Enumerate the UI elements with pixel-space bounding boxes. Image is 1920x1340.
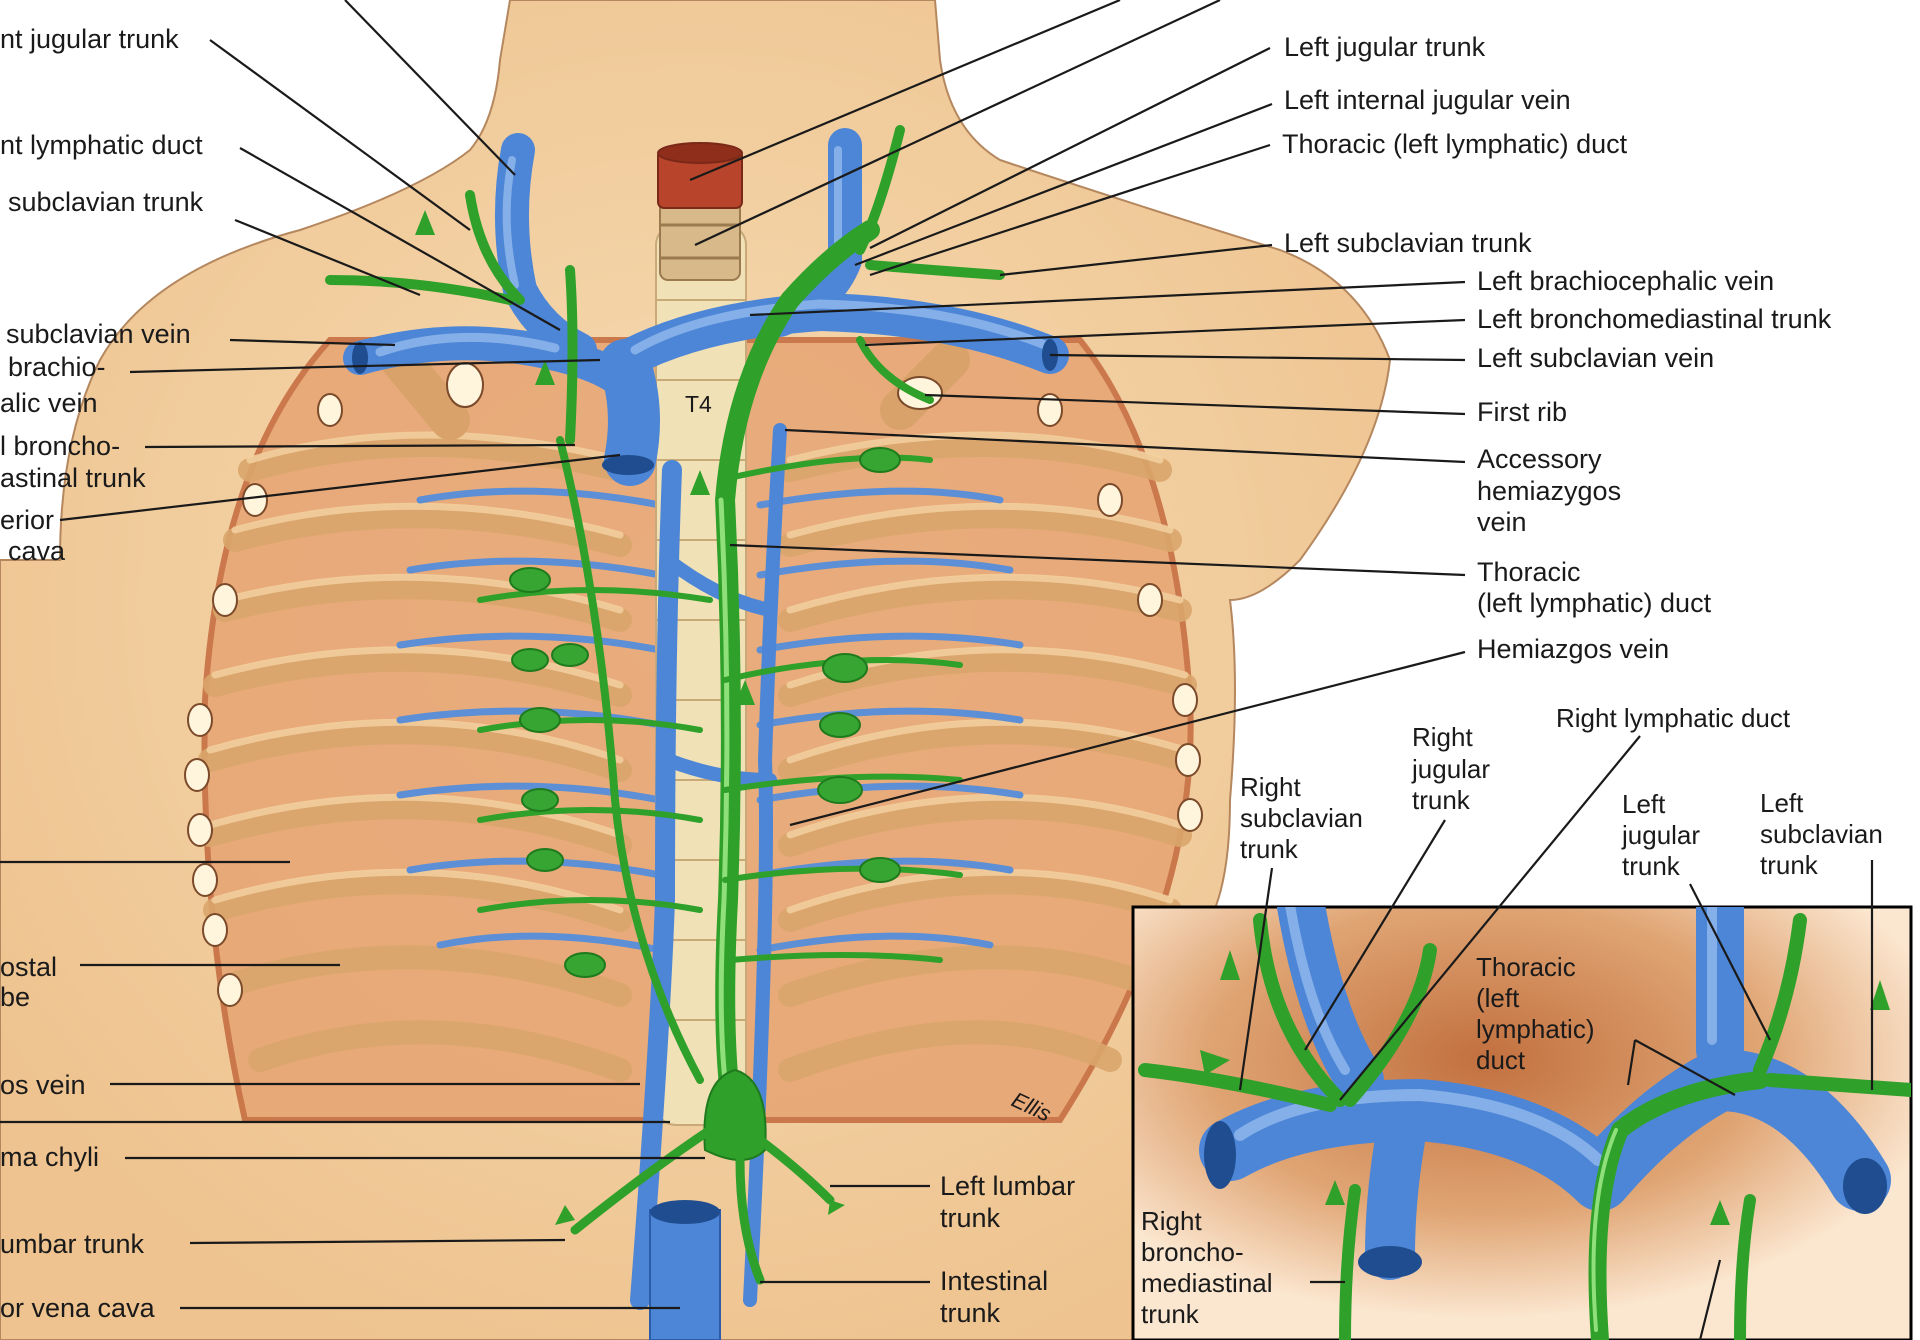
label-intercostal-line1: ostal bbox=[0, 952, 57, 982]
label-superior-vena-cava-line2: cava bbox=[8, 536, 66, 566]
label-left-jugular-trunk: Left jugular trunk bbox=[1284, 32, 1486, 62]
label-right-subclavian-trunk: subclavian trunk bbox=[8, 187, 204, 217]
label-left-bronchomediastinal-trunk: Left bronchomediastinal trunk bbox=[1477, 304, 1832, 334]
inset-label-right-lymphatic-duct: Right lymphatic duct bbox=[1556, 703, 1791, 733]
inset-label-right-bronchomediastinal-line1: Right bbox=[1141, 1206, 1202, 1236]
label-superior-vena-cava-line1: erior bbox=[0, 505, 54, 535]
inset-label-left-subclavian-trunk-line3: trunk bbox=[1760, 850, 1819, 880]
label-hemiazygos-vein: Hemiazgos vein bbox=[1477, 634, 1669, 664]
inset-label-right-subclavian-trunk-line3: trunk bbox=[1240, 834, 1299, 864]
inset-label-left-jugular-trunk-line3: trunk bbox=[1622, 851, 1681, 881]
label-left-internal-jugular-vein: Left internal jugular vein bbox=[1284, 85, 1571, 115]
label-right-subclavian-vein: subclavian vein bbox=[6, 319, 191, 349]
inset-label-thoracic-duct-line3: lymphatic) bbox=[1476, 1014, 1594, 1044]
inset-label-right-subclavian-trunk-line2: subclavian bbox=[1240, 803, 1363, 833]
label-inferior-vena-cava: or vena cava bbox=[0, 1293, 156, 1323]
vertebra-label: T4 bbox=[685, 391, 712, 417]
label-right-brachiocephalic-vein-line1: brachio- bbox=[8, 352, 106, 382]
label-right-lumbar-trunk: umbar trunk bbox=[0, 1229, 145, 1259]
label-left-lumbar-trunk-line2: trunk bbox=[940, 1203, 1001, 1233]
label-right-bronchomediastinal-trunk-line1: l broncho- bbox=[0, 431, 120, 461]
label-left-subclavian-vein: Left subclavian vein bbox=[1477, 343, 1714, 373]
inset-label-left-subclavian-trunk-line1: Left bbox=[1760, 788, 1804, 818]
inset-label-thoracic-duct-line2: (left bbox=[1476, 983, 1520, 1013]
inset-label-left-subclavian-trunk-line2: subclavian bbox=[1760, 819, 1883, 849]
label-right-brachiocephalic-vein-line2: alic vein bbox=[0, 388, 98, 418]
label-thoracic-duct-upper: Thoracic (left lymphatic) duct bbox=[1282, 129, 1628, 159]
label-azygos-vein: os vein bbox=[0, 1070, 86, 1100]
inset-label-right-jugular-trunk-line3: trunk bbox=[1412, 785, 1471, 815]
label-thoracic-duct-lower-line2: (left lymphatic) duct bbox=[1477, 588, 1712, 618]
inset-label-right-subclavian-trunk-line1: Right bbox=[1240, 772, 1301, 802]
label-intestinal-trunk-line2: trunk bbox=[940, 1298, 1001, 1328]
label-left-subclavian-trunk: Left subclavian trunk bbox=[1284, 228, 1532, 258]
label-accessory-hemiazygos-vein-line1: Accessory bbox=[1477, 444, 1602, 474]
label-intercostal-line2: be bbox=[0, 982, 30, 1012]
label-intestinal-trunk-line1: Intestinal bbox=[940, 1266, 1048, 1296]
label-cisterna-chyli: ma chyli bbox=[0, 1142, 99, 1172]
label-accessory-hemiazygos-vein-line2: hemiazygos bbox=[1477, 476, 1621, 506]
inset-label-right-jugular-trunk-line1: Right bbox=[1412, 722, 1473, 752]
label-right-jugular-trunk: nt jugular trunk bbox=[0, 24, 179, 54]
label-first-rib: First rib bbox=[1477, 397, 1567, 427]
label-right-lymphatic-duct: nt lymphatic duct bbox=[0, 130, 203, 160]
inset-label-thoracic-duct-line1: Thoracic bbox=[1476, 952, 1576, 982]
label-right-bronchomediastinal-trunk-line2: astinal trunk bbox=[0, 463, 146, 493]
inset-label-thoracic-duct-line4: duct bbox=[1476, 1045, 1526, 1075]
inset-label-left-jugular-trunk-line2: jugular bbox=[1621, 820, 1700, 850]
label-left-lumbar-trunk-line1: Left lumbar bbox=[940, 1171, 1075, 1201]
label-left-brachiocephalic-vein: Left brachiocephalic vein bbox=[1477, 266, 1774, 296]
label-thoracic-duct-lower-line1: Thoracic bbox=[1477, 557, 1581, 587]
label-accessory-hemiazygos-vein-line3: vein bbox=[1477, 507, 1527, 537]
inset-label-left-jugular-trunk-line1: Left bbox=[1622, 789, 1666, 819]
inset-label-right-bronchomediastinal-line2: broncho- bbox=[1141, 1237, 1244, 1267]
inset-label-right-bronchomediastinal-line3: mediastinal bbox=[1141, 1268, 1273, 1298]
inset-label-right-jugular-trunk-line2: jugular bbox=[1411, 754, 1490, 784]
inset-label-right-bronchomediastinal-line4: trunk bbox=[1141, 1299, 1200, 1329]
